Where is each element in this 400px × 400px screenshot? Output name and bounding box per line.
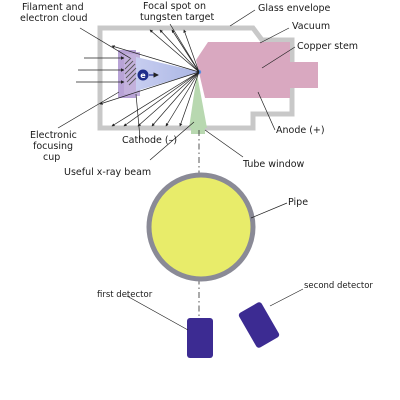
label-anode: Anode (+)	[276, 125, 325, 136]
label-filament: Filament and	[22, 2, 84, 13]
incoming-arrows	[76, 56, 125, 84]
label-cup: cup	[43, 152, 60, 163]
filament-coil	[124, 57, 137, 86]
copper-stem	[196, 42, 318, 98]
label-focal-spot: Focal spot on	[143, 1, 206, 12]
first-detector	[187, 318, 213, 358]
label-glass-envelope: Glass envelope	[258, 3, 331, 14]
label-cathode: Cathode (–)	[122, 135, 177, 146]
label-useful-beam: Useful x-ray beam	[64, 167, 151, 178]
tube-window	[191, 124, 205, 134]
label-tube-window: Tube window	[242, 159, 305, 170]
label-tungsten-target: tungsten target	[140, 12, 215, 23]
leader-lines	[57, 9, 304, 331]
xray-radiation-lines	[99, 29, 200, 127]
label-vacuum: Vacuum	[292, 21, 330, 32]
label-pipe: Pipe	[288, 197, 308, 208]
glass-envelope	[97, 25, 295, 131]
label-first-detector: first detector	[97, 290, 153, 300]
label-focusing: focusing	[33, 141, 73, 152]
pipe	[146, 172, 256, 282]
label-second-detector: second detector	[304, 281, 373, 291]
electron-symbol: e	[140, 71, 146, 80]
label-copper-stem: Copper stem	[297, 41, 358, 52]
useful-xray-beam	[189, 74, 207, 128]
electron-beam-cone	[136, 57, 200, 91]
label-electronic: Electronic	[30, 130, 77, 141]
second-detector	[238, 302, 280, 348]
label-electron-cloud: electron cloud	[20, 13, 88, 24]
electron-icon	[137, 69, 149, 81]
